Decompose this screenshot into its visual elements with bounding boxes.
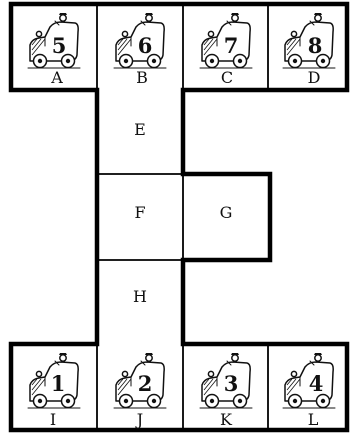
car-number: 6 [138, 33, 153, 58]
cell-h[interactable]: H [133, 287, 147, 306]
cell-e[interactable]: E [134, 120, 146, 139]
cell-label: L [308, 410, 319, 429]
cell-label: G [220, 203, 233, 222]
cell-label: C [221, 68, 233, 87]
cell-label: K [220, 410, 233, 429]
cell-label: B [136, 68, 148, 87]
cell-g[interactable]: G [220, 203, 233, 222]
car-number: 2 [138, 371, 153, 396]
cell-label: H [133, 287, 147, 306]
car-number: 3 [224, 371, 239, 396]
cell-label: A [50, 68, 63, 87]
car-number: 4 [309, 371, 324, 396]
car-number: 8 [308, 33, 323, 58]
cell-label: J [135, 410, 143, 429]
cell-label: D [308, 68, 321, 87]
car-number: 7 [224, 33, 239, 58]
cell-label: F [134, 203, 145, 222]
car-number: 1 [51, 371, 66, 396]
cell-label: I [50, 410, 56, 429]
cell-label: E [134, 120, 146, 139]
car-number: 5 [52, 33, 67, 58]
cell-f[interactable]: F [134, 203, 145, 222]
